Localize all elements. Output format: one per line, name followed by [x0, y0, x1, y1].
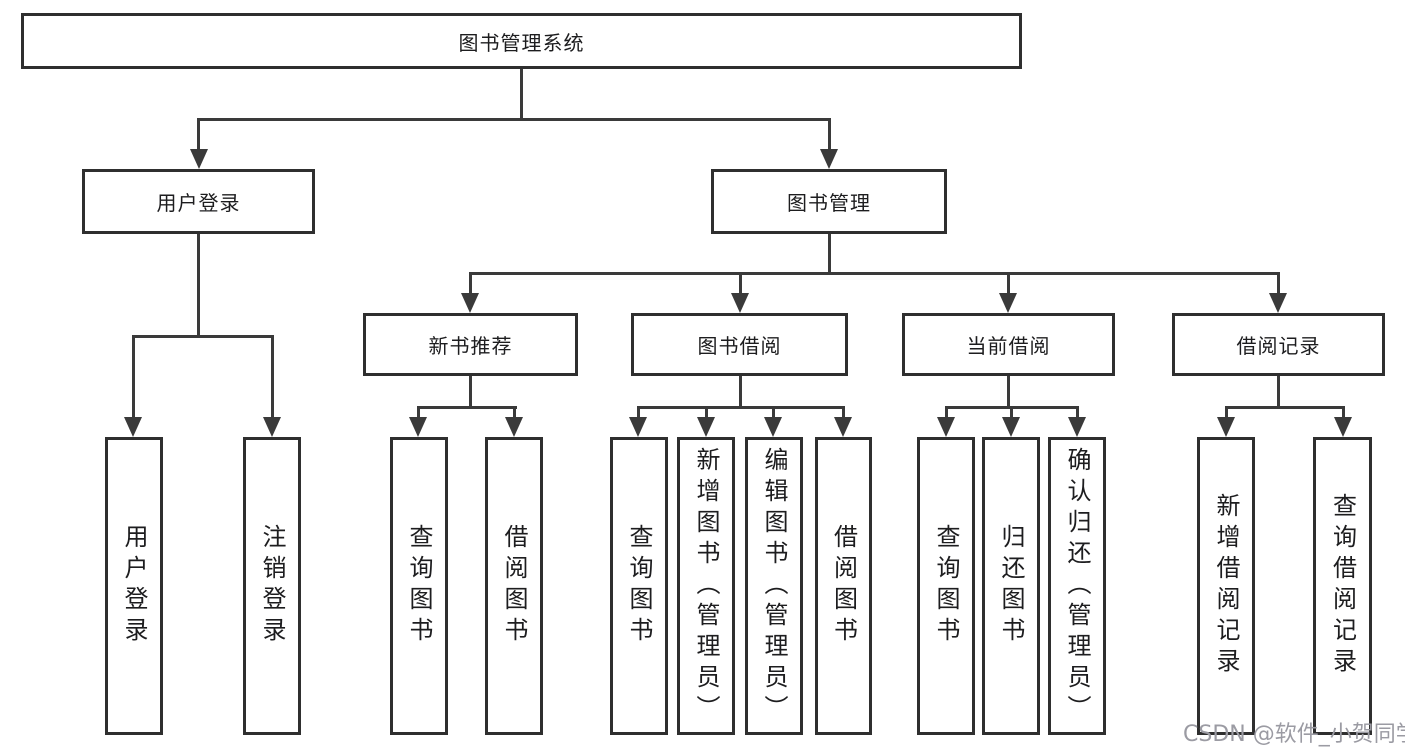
- connector-leaf-arm: [417, 406, 420, 421]
- node-leaf-bb-edit: 编辑图书（管理员）: [745, 437, 803, 735]
- node-leaf-nb-borrow-label: 借阅图书: [500, 524, 528, 648]
- arrow-to-leaf-bb-add: [697, 417, 715, 437]
- connector-group1-hline: [417, 406, 517, 409]
- node-leaf-cb-return: 归还图书: [982, 437, 1040, 735]
- arrow-to-leaf-cb-return: [1002, 417, 1020, 437]
- connector-book-mgmt-arm: [828, 118, 831, 152]
- arrow-to-leaf-user-login: [124, 417, 142, 437]
- node-book-borrow: 图书借阅: [631, 313, 848, 376]
- node-leaf-cb-query: 查询图书: [917, 437, 975, 735]
- node-leaf-user-login: 用户登录: [105, 437, 163, 735]
- node-leaf-br-query-label: 查询借阅记录: [1328, 493, 1357, 679]
- connector-user-login-stub: [197, 233, 200, 338]
- connector-user-login-arm: [197, 118, 200, 152]
- arrow-to-leaf-bb-edit: [764, 417, 782, 437]
- node-user-login: 用户登录: [82, 169, 315, 234]
- arrow-to-leaf-logout: [263, 417, 281, 437]
- node-root: 图书管理系统: [21, 13, 1022, 69]
- arrow-to-leaf-cb-confirm: [1068, 417, 1086, 437]
- node-root-label: 图书管理系统: [458, 30, 585, 55]
- node-leaf-logout-label: 注销登录: [258, 524, 286, 648]
- node-book-borrow-label: 图书借阅: [697, 334, 782, 358]
- node-leaf-nb-borrow: 借阅图书: [485, 437, 543, 735]
- node-leaf-cb-return-label: 归还图书: [997, 524, 1025, 648]
- node-leaf-bb-borrow: 借阅图书: [815, 437, 872, 735]
- connector-current-borrow-stub: [1007, 375, 1010, 409]
- connector-leaf-user-login-arm: [132, 335, 135, 419]
- connector-book-borrow-stub: [739, 375, 742, 409]
- node-book-mgmt: 图书管理: [711, 169, 947, 234]
- connector-borrow-records-stub: [1277, 375, 1280, 409]
- node-leaf-br-query: 查询借阅记录: [1313, 437, 1372, 735]
- connector-leaf-arm: [772, 406, 775, 421]
- node-new-book-rec: 新书推荐: [363, 313, 578, 376]
- arrow-to-leaf-br-query: [1334, 417, 1352, 437]
- connector-leaf-logout-arm: [271, 335, 274, 419]
- connector-level2-hline: [197, 118, 831, 121]
- node-leaf-bb-edit-label: 编辑图书（管理员）: [760, 446, 788, 726]
- node-leaf-nb-query-label: 查询图书: [405, 524, 433, 648]
- arrow-to-user-login: [190, 149, 208, 169]
- arrow-to-leaf-br-add: [1217, 417, 1235, 437]
- connector-root-stub: [520, 66, 523, 120]
- connector-new-book-rec-stub: [469, 375, 472, 409]
- connector-book-borrow-arm: [739, 272, 742, 298]
- node-new-book-rec-label: 新书推荐: [428, 334, 513, 358]
- connector-new-book-rec-arm: [469, 272, 472, 298]
- node-leaf-br-add: 新增借阅记录: [1197, 437, 1255, 735]
- arrow-to-current-borrow: [999, 293, 1017, 313]
- connector-group4-hline: [1225, 406, 1345, 409]
- arrow-to-leaf-cb-query: [937, 417, 955, 437]
- connector-leaf-arm: [1076, 406, 1079, 421]
- arrow-to-leaf-bb-query: [629, 417, 647, 437]
- node-current-borrow-label: 当前借阅: [966, 334, 1051, 358]
- node-leaf-cb-confirm-label: 确认归还（管理员）: [1063, 446, 1091, 726]
- arrow-to-leaf-nb-borrow: [505, 417, 523, 437]
- arrow-to-book-mgmt: [820, 149, 838, 169]
- csdn-watermark: CSDN @软件_小贺同学: [1183, 722, 1405, 747]
- node-leaf-bb-add-label: 新增图书（管理员）: [692, 446, 720, 726]
- arrow-to-leaf-bb-borrow: [834, 417, 852, 437]
- connector-level3-hline: [469, 272, 1280, 275]
- node-leaf-bb-borrow-label: 借阅图书: [829, 524, 858, 648]
- connector-book-mgmt-stub: [828, 233, 831, 275]
- node-book-mgmt-label: 图书管理: [787, 191, 871, 215]
- connector-leaf-arm: [1342, 406, 1345, 421]
- node-user-login-label: 用户登录: [156, 191, 241, 215]
- connector-leaf-arm: [637, 406, 640, 421]
- node-leaf-user-login-label: 用户登录: [120, 524, 148, 648]
- connector-leaf-arm: [705, 406, 708, 421]
- arrow-to-book-borrow: [731, 293, 749, 313]
- connector-leaf-arm: [513, 406, 516, 421]
- node-borrow-records: 借阅记录: [1172, 313, 1385, 376]
- connector-user-group-hline: [132, 335, 274, 338]
- connector-leaf-arm: [1010, 406, 1013, 421]
- connector-borrow-records-arm: [1277, 272, 1280, 298]
- node-leaf-cb-confirm: 确认归还（管理员）: [1048, 437, 1106, 735]
- connector-leaf-arm: [1225, 406, 1228, 421]
- node-current-borrow: 当前借阅: [902, 313, 1115, 376]
- node-leaf-nb-query: 查询图书: [390, 437, 448, 735]
- arrow-to-new-book-rec: [461, 293, 479, 313]
- node-leaf-logout: 注销登录: [243, 437, 301, 735]
- node-leaf-bb-query: 查询图书: [610, 437, 668, 735]
- node-leaf-bb-add: 新增图书（管理员）: [677, 437, 735, 735]
- connector-current-borrow-arm: [1007, 272, 1010, 298]
- connector-group2-hline: [637, 406, 845, 409]
- node-borrow-records-label: 借阅记录: [1236, 334, 1321, 358]
- arrow-to-borrow-records: [1269, 293, 1287, 313]
- arrow-to-leaf-nb-query: [409, 417, 427, 437]
- connector-leaf-arm: [842, 406, 845, 421]
- connector-leaf-arm: [945, 406, 948, 421]
- node-leaf-br-add-label: 新增借阅记录: [1212, 493, 1240, 679]
- node-leaf-bb-query-label: 查询图书: [625, 524, 653, 648]
- node-leaf-cb-query-label: 查询图书: [932, 524, 960, 648]
